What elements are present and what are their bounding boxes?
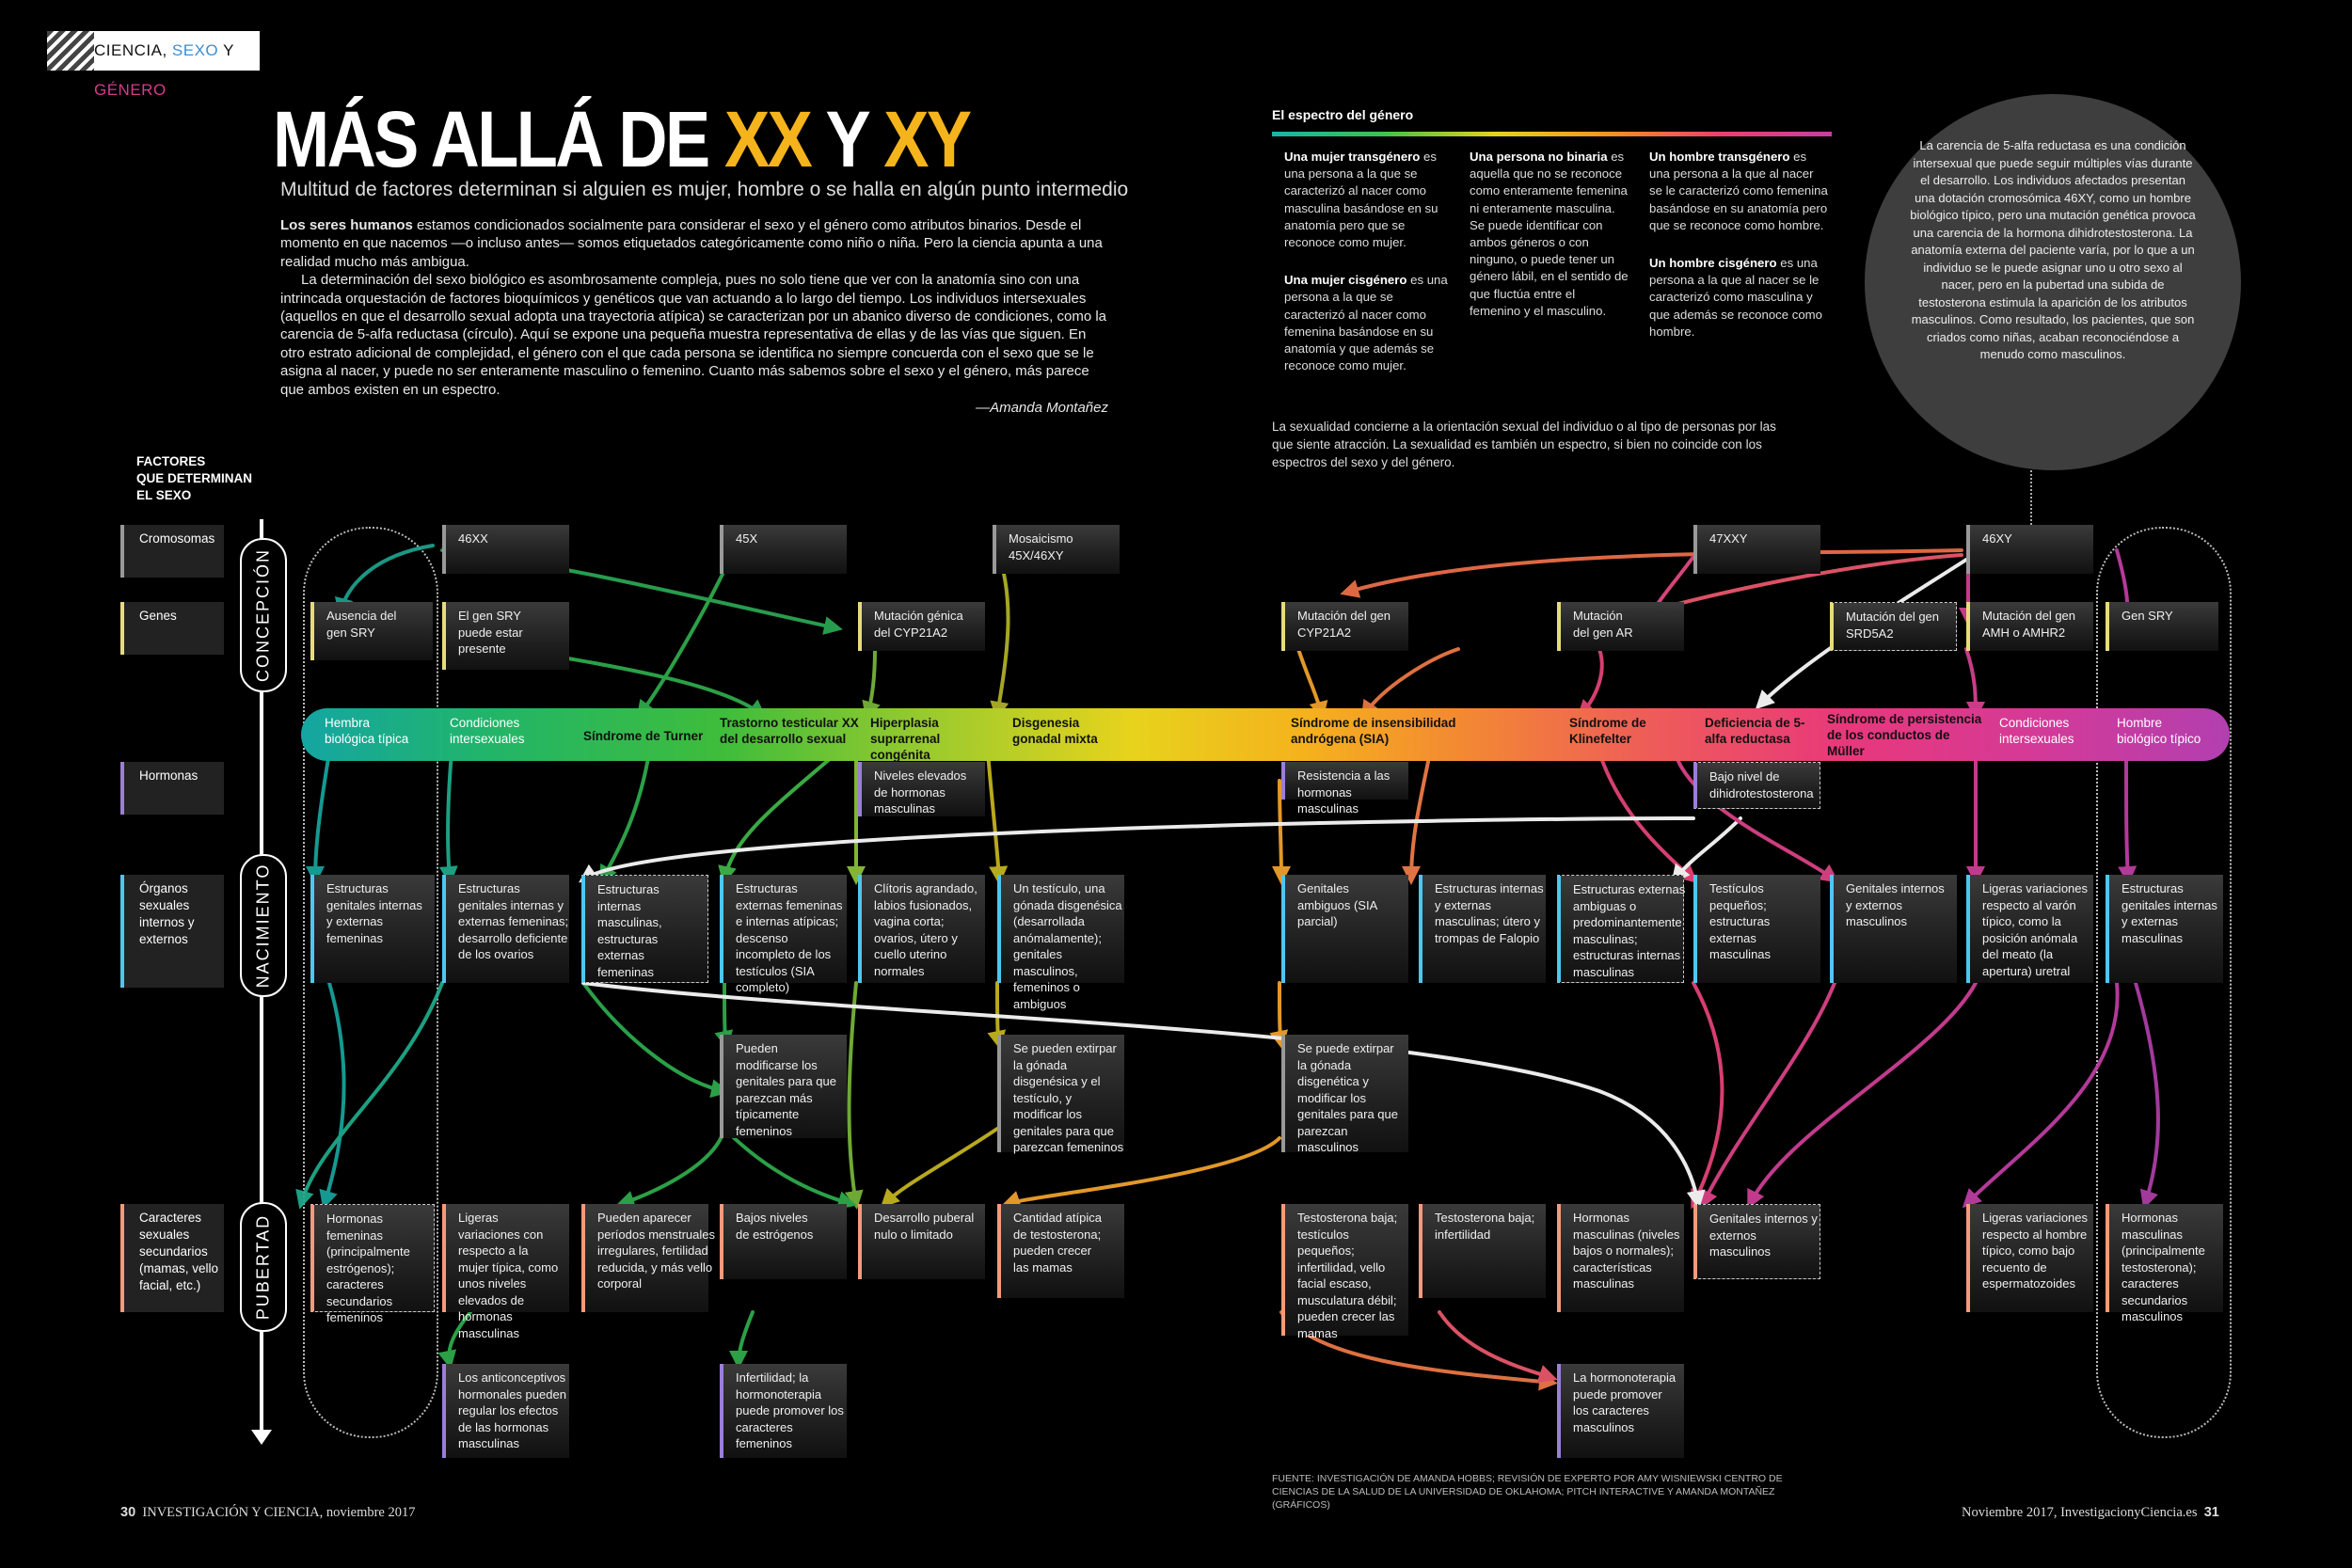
gene-sry: Gen SRY [2106,602,2218,651]
intro-text: Los seres humanos estamos condicionados … [280,216,1108,417]
intervention-1: Pueden modificarse los genitales para qu… [720,1035,847,1138]
hormone-resistance: Resistencia a las hormonas masculinas [1281,762,1408,816]
sex-spectrum-bar [301,708,2230,761]
gender-col-nonbinary: Una persona no binaria es aquella que no… [1470,150,1629,318]
row-label-organs: Órganos sexuales internos y externos [120,875,224,988]
tag-text-1: CIENCIA, [94,41,172,59]
circle-connector [2030,470,2032,525]
puberty-low-testosterone: Testosterona baja; infertilidad [1419,1204,1546,1298]
spectrum-label-intersex-left: Condiciones intersexuales [450,716,525,746]
puberty-low-estrogen: Bajos niveles de estrógenos [720,1204,847,1279]
organ-female-typical: Estructuras genitales internas y externa… [310,875,435,983]
puberty-male-variation: Ligeras variaciones respecto al hombre t… [1966,1204,2093,1312]
organ-turner: Estructuras genitales internas y externa… [442,875,569,983]
chromosome-46xy: 46XY [1966,525,2093,574]
chromosome-47xxy: 47XXY [1693,525,1820,574]
puberty-irregular: Pueden aparecer períodos menstruales irr… [581,1204,715,1312]
sexuality-note: La sexualidad concierne a la orientación… [1272,420,1776,469]
tag-text-2: SEXO [171,41,219,59]
chromosome-46xx: 46XX [442,525,569,574]
tag-stripes [47,31,94,71]
organ-klinefelter: Testículos pequeños; estructuras externa… [1693,875,1820,983]
alpha-reductase-circle: La carencia de 5-alfa reductasa es una c… [1865,94,2241,470]
female-typical-column [303,527,438,1438]
spectrum-label-turner: Síndrome de Turner [583,729,704,743]
spectrum-label-cah: Hiperplasia suprarrenal congénita [870,716,941,762]
stage-birth: NACIMIENTO [240,854,287,997]
gene-cyp21a2-1: Mutación génica del CYP21A2 [858,602,985,651]
puberty-none: Desarrollo puberal nulo o limitado [858,1204,985,1279]
organ-male-variation: Ligeras variaciones respecto al varón tí… [1966,875,2093,983]
footer-right: Noviembre 2017, InvestigacionyCiencia.es… [1962,1505,2219,1520]
spectrum-label-female: Hembra biológica típica [325,716,409,746]
gene-amh: Mutación del gen AMH o AMHR2 [1966,602,2093,651]
later-hormonotherapy: La hormonoterapia puede promover los car… [1557,1364,1684,1458]
organ-ais-complete: Estructuras externas femeninas e interna… [720,875,847,994]
gender-col-men: Un hombre transgénero es una persona a l… [1649,150,1828,339]
organ-cah: Clítoris agrandado, labios fusionados, v… [858,875,985,983]
spectrum-label-xx-testicular: Trastorno testicular XX del desarrollo s… [720,716,859,746]
stage-conception: CONCEPCIÓN [240,538,287,692]
intro-paragraph-2: La determinación del sexo biológico es a… [280,272,1107,398]
intervention-2: Se pueden extirpar la gónada disgenésica… [997,1035,1124,1154]
intro-paragraph-1: estamos condicionados socialmente para c… [280,217,1103,270]
organ-5alpha: Estructuras externas ambiguas o predomin… [1557,875,1685,983]
hormone-low-dht: Bajo nivel de dihidrotestosterona [1693,762,1820,809]
spectrum-label-5alpha: Deficiencia de 5-alfa reductasa [1705,716,1805,746]
tag-text-4: GÉNERO [94,81,167,99]
page-subtitle: Multitud de factores determinan si algui… [280,179,1129,200]
puberty-male-hormones: Hormonas masculinas (niveles bajos o nor… [1557,1204,1684,1312]
intervention-3: Se puede extirpar la gónada disgenética … [1281,1035,1408,1154]
spectrum-label-mgd: Disgenesia gonadal mixta [1012,716,1098,746]
gender-spectrum-bar [1272,132,1832,136]
row-label-chromosomes: Cromosomas [120,525,224,578]
intro-lead: Los seres humanos [280,217,413,233]
hormone-high-male: Niveles elevados de hormonas masculinas [858,762,985,816]
row-label-genes: Genes [120,602,224,655]
spectrum-label-muller: Síndrome de persistencia de los conducto… [1827,712,1982,758]
row-label-hormones: Hormonas [120,762,224,815]
organ-muller: Estructuras internas y externas masculin… [1419,875,1546,983]
organ-male-typical: Estructuras genitales internas y externa… [2106,875,2223,983]
puberty-male-typical: Hormonas masculinas (principalmente test… [2106,1204,2223,1323]
source-credit: FUENTE: INVESTIGACIÓN DE AMANDA HOBBS; R… [1272,1473,1783,1511]
gene-cyp21a2-2: Mutación del gen CYP21A2 [1281,602,1408,651]
gender-col-women: Una mujer transgénero es una persona a l… [1284,150,1448,373]
gene-no-sry: Ausencia del gen SRY [310,602,433,660]
organ-xx-testicular: Estructuras internas masculinas, estruct… [581,875,708,983]
spectrum-label-male: Hombre biológico típico [2117,716,2201,746]
gender-spectrum-title: El espectro del género [1272,107,1414,122]
stage-puberty: PUBERTAD [240,1202,287,1332]
chromosome-mosaic: Mosaicismo 45X/46XY [993,525,1120,574]
spectrum-label-intersex-right: Condiciones intersexuales [1999,716,2074,746]
later-infertility: Infertilidad; la hormonoterapia puede pr… [720,1364,847,1458]
gene-ar: Mutación del gen AR [1557,602,1684,651]
tag-text-3: Y [218,41,234,59]
gene-sry-present: El gen SRY puede estar presente [442,602,569,670]
organ-mgd: Un testículo, una gónada disgenésica (de… [997,875,1124,1011]
author-signature: —Amanda Montañez [976,400,1108,417]
puberty-turner: Ligeras variaciones con respecto a la mu… [442,1204,569,1340]
organ-male-internal: Genitales internos y externos masculinos [1830,875,1957,983]
footer-left: 30 INVESTIGACIÓN Y CIENCIA, noviembre 20… [120,1505,416,1520]
row-label-secondary: Caracteres sexuales secundarios (mamas, … [120,1204,224,1312]
puberty-klinefelter: Testosterona baja; testículos pequeños; … [1281,1204,1408,1340]
spectrum-label-ais: Síndrome de insensibilidad andrógena (SI… [1291,716,1456,746]
puberty-female-typical: Hormonas femeninas (principalmente estró… [310,1204,435,1324]
page-title: MÁS ALLÁ DE XX Y XY [273,95,972,183]
later-contraceptives: Los anticonceptivos hormonales pueden re… [442,1364,569,1458]
male-typical-column [2096,527,2232,1438]
puberty-atypical-testosterone: Cantidad atípica de testosterona; pueden… [997,1204,1124,1298]
chromosome-45x: 45X [720,525,847,574]
timeline-arrow-icon [251,1430,272,1445]
gene-srd5a2: Mutación del gen SRD5A2 [1830,602,1957,651]
organ-ais-partial: Genitales ambiguos (SIA parcial) [1281,875,1408,983]
puberty-male-genitals: Genitales internos y externos masculinos [1693,1204,1820,1279]
spectrum-label-klinefelter: Síndrome de Klinefelter [1569,716,1646,746]
